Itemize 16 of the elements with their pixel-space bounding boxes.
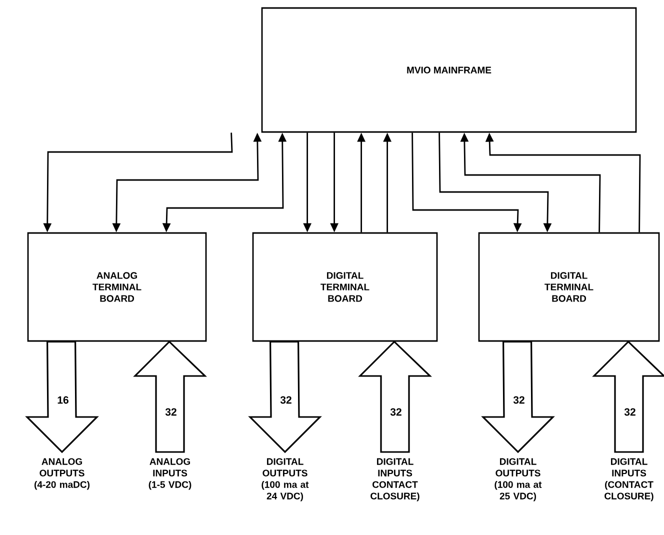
edge-label: 32 <box>389 407 403 417</box>
edge-label: 16 <box>56 395 70 405</box>
io-label: ANALOG INPUTS (1-5 VDC) <box>148 458 192 490</box>
edge-label: 32 <box>512 395 526 405</box>
io-label: DIGITAL INPUTS (CONTACT CLOSURE) <box>604 458 654 502</box>
terminal-box: DIGITAL TERMINAL BOARD <box>252 232 438 342</box>
mainframe-box: MVIO MAINFRAME <box>261 7 637 133</box>
io-label: DIGITAL OUTPUTS (100 ma at 25 VDC) <box>494 458 542 502</box>
edge-label: 32 <box>623 407 637 417</box>
io-label: DIGITAL INPUTS CONTACT CLOSURE) <box>370 458 420 502</box>
terminal-box: ANALOG TERMINAL BOARD <box>27 232 207 342</box>
edge-label: 32 <box>279 395 293 405</box>
io-label: ANALOG OUTPUTS (4-20 maDC) <box>34 458 90 490</box>
io-label: DIGITAL OUTPUTS (100 ma at 24 VDC) <box>262 458 309 502</box>
terminal-box: DIGITAL TERMINAL BOARD <box>478 232 660 342</box>
edge-label: 32 <box>164 407 178 417</box>
